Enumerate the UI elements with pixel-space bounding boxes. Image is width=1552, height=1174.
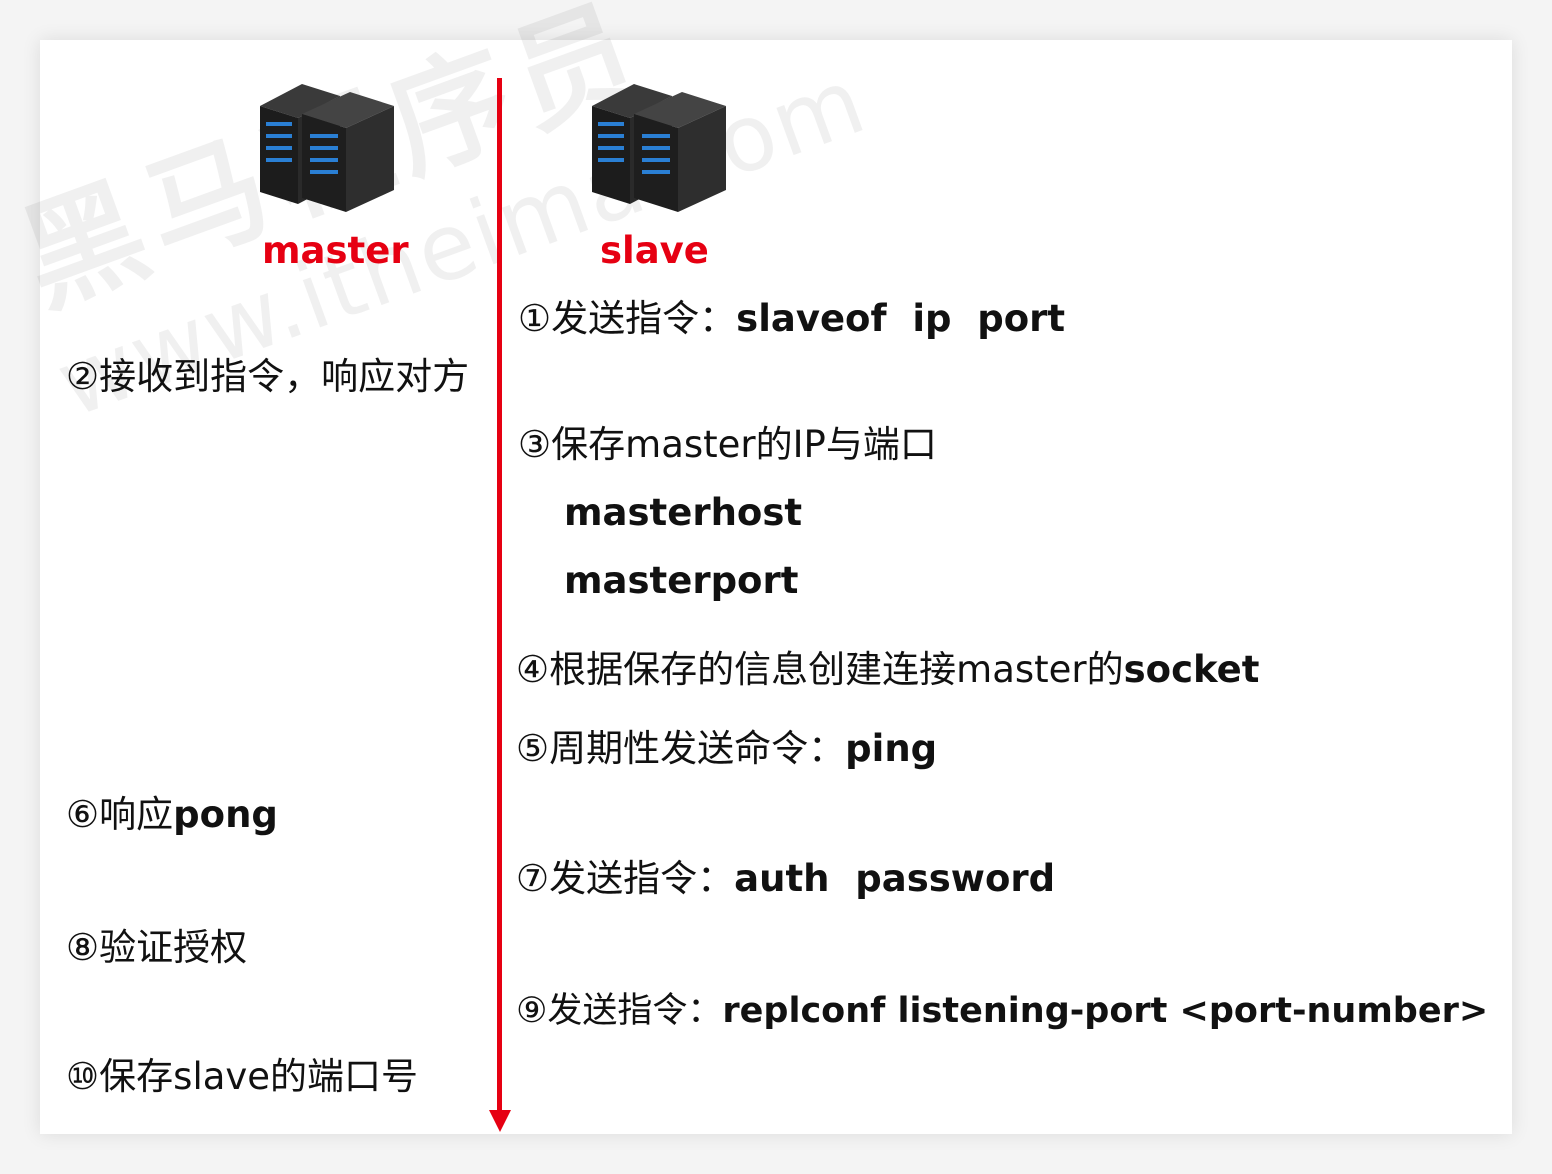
master-server-icon — [260, 84, 394, 212]
step-4-text: ④根据保存的信息创建连接master的 — [516, 648, 1124, 691]
step-6: ⑥响应pong — [66, 796, 278, 833]
master-label: master — [262, 229, 409, 272]
step-4-code: socket — [1123, 648, 1260, 691]
step-2-text: ②接收到指令，响应对方 — [66, 355, 470, 398]
step-1-code: slaveof ip port — [736, 297, 1066, 340]
timeline-arrowhead — [489, 1110, 511, 1132]
step-9-text: ⑨发送指令： — [516, 991, 723, 1031]
step-3: ③保存master的IP与端口 — [518, 426, 937, 463]
step-10: ⑩保存slave的端口号 — [66, 1058, 418, 1095]
timeline-line — [497, 78, 502, 1114]
step-3-masterhost: masterhost — [564, 491, 803, 534]
step-6-code: pong — [173, 793, 278, 836]
step-8-text: ⑧验证授权 — [66, 926, 248, 969]
slave-server-icon — [592, 84, 726, 212]
step-3-masterport: masterport — [564, 559, 799, 602]
diagram-card — [40, 40, 1512, 1134]
step-7-code: auth password — [734, 857, 1056, 900]
step-5: ⑤周期性发送命令：ping — [516, 730, 937, 767]
step-2: ②接收到指令，响应对方 — [66, 358, 469, 395]
step-9-code: replconf listening-port <port-number> — [722, 991, 1489, 1031]
step-9: ⑨发送指令：replconf listening-port <port-numb… — [516, 994, 1488, 1029]
step-3-text: ③保存master的IP与端口 — [518, 423, 937, 466]
step-1-text: ①发送指令： — [518, 297, 737, 340]
step-4: ④根据保存的信息创建连接master的socket — [516, 651, 1259, 688]
step-5-code: ping — [845, 727, 938, 770]
step-6-text: ⑥响应 — [66, 793, 174, 836]
slave-label: slave — [600, 229, 709, 272]
step-7: ⑦发送指令：auth password — [516, 860, 1055, 897]
step-1: ①发送指令：slaveof ip port — [518, 300, 1065, 337]
step-8: ⑧验证授权 — [66, 929, 247, 966]
step-10-text: ⑩保存slave的端口号 — [66, 1055, 419, 1098]
step-7-text: ⑦发送指令： — [516, 857, 735, 900]
step-5-text: ⑤周期性发送命令： — [516, 727, 846, 770]
